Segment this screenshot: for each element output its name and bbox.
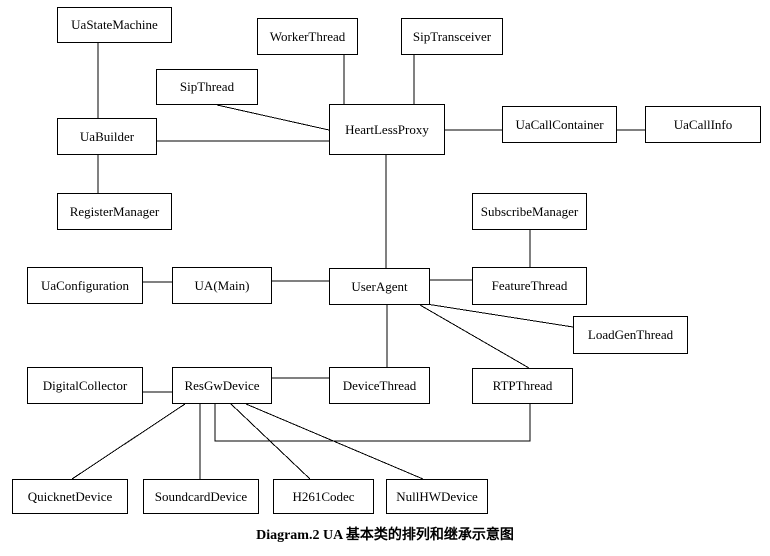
edge-res-gw-device--rtp-thread [214, 404, 531, 442]
node-null-hw-device: NullHWDevice [386, 479, 488, 514]
node-label: UaConfiguration [40, 277, 130, 293]
node-label: LoadGenThread [587, 327, 674, 342]
node-label: UA(Main) [194, 277, 250, 293]
edge-res-gw-device--quicknet-device [71, 403, 186, 480]
node-quicknet-device: QuicknetDevice [12, 479, 128, 514]
node-ua-call-container: UaCallContainer [502, 106, 617, 143]
node-label: RTPThread [492, 378, 553, 393]
node-label: UaBuilder [79, 128, 135, 144]
node-label: HeartLessProxy [345, 121, 429, 137]
node-label: DigitalCollector [42, 377, 128, 393]
node-soundcard-device: SoundcardDevice [143, 479, 259, 514]
node-label: DeviceThread [342, 377, 417, 393]
node-device-thread: DeviceThread [329, 367, 430, 404]
node-label: ResGwDevice [184, 377, 260, 393]
node-h261-codec: H261Codec [273, 479, 374, 514]
node-label: SipThread [179, 79, 235, 94]
node-label: FeatureThread [491, 278, 568, 293]
node-sip-transceiver: SipTransceiver [401, 18, 503, 55]
node-heart-less-proxy: HeartLessProxy [329, 104, 445, 155]
node-ua-main: UA(Main) [172, 267, 272, 304]
edge-res-gw-device--null-hw-device [245, 403, 424, 480]
node-label: SubscribeManager [480, 203, 579, 219]
node-digital-collector: DigitalCollector [27, 367, 143, 404]
node-worker-thread: WorkerThread [257, 18, 358, 55]
edge-user-agent--load-gen-thread [419, 302, 574, 328]
node-label: H261Codec [292, 488, 355, 504]
node-label: UaStateMachine [71, 17, 158, 32]
node-label: UaCallContainer [515, 116, 604, 132]
node-label: UserAgent [351, 278, 408, 294]
node-label: UaCallInfo [673, 116, 733, 132]
node-sip-thread: SipThread [156, 69, 258, 105]
node-feature-thread: FeatureThread [472, 267, 587, 305]
edge-res-gw-device--h261-codec [230, 403, 311, 480]
node-user-agent: UserAgent [329, 268, 430, 305]
node-label: QuicknetDevice [27, 488, 113, 504]
node-ua-configuration: UaConfiguration [27, 267, 143, 304]
node-rtp-thread: RTPThread [472, 368, 573, 404]
diagram-caption: Diagram.2 UA 基本类的排列和继承示意图 [256, 528, 514, 543]
node-label: RegisterManager [69, 203, 160, 219]
node-register-manager: RegisterManager [57, 193, 172, 230]
edge-sip-thread--heart-less-proxy [216, 104, 330, 131]
edge-user-agent--rtp-thread [419, 304, 530, 369]
node-ua-call-info: UaCallInfo [645, 106, 761, 143]
node-label: WorkerThread [269, 28, 346, 44]
node-label: SoundcardDevice [154, 488, 248, 504]
node-ua-builder: UaBuilder [57, 118, 157, 155]
node-label: SipTransceiver [412, 28, 492, 44]
node-ua-state-machine: UaStateMachine [57, 7, 172, 43]
node-res-gw-device: ResGwDevice [172, 367, 272, 404]
node-label: NullHWDevice [396, 488, 478, 504]
node-subscribe-manager: SubscribeManager [472, 193, 587, 230]
node-load-gen-thread: LoadGenThread [573, 316, 688, 354]
